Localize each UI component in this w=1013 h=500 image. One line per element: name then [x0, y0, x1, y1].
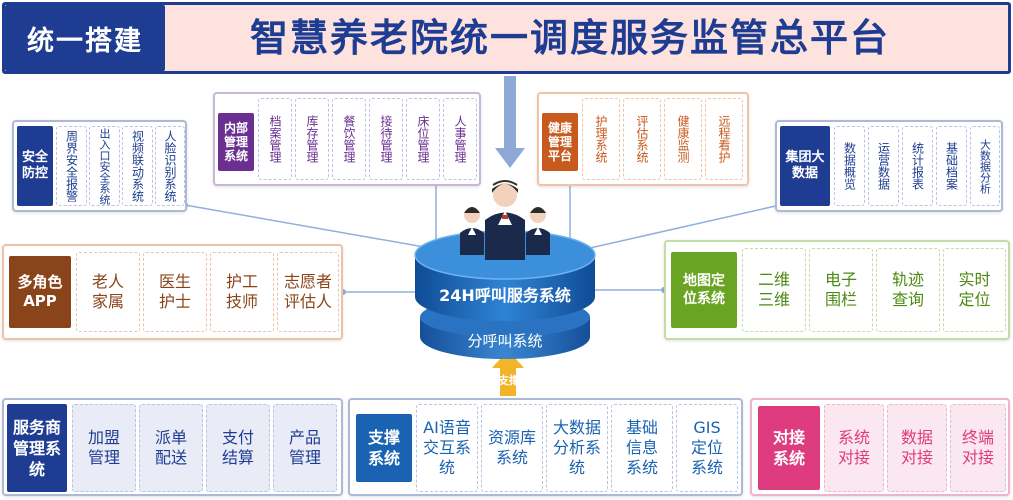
bigdata-item-operations: 运营数据	[868, 126, 899, 206]
support-item-bigdata: 大数据分析系统	[546, 404, 608, 492]
app-group: 多角色APP 老人家属 医生护士 护工技师 志愿者评估人	[2, 244, 343, 340]
provider-item-product: 产品管理	[273, 404, 337, 492]
provider-item-payment: 支付结算	[206, 404, 270, 492]
operators-illustration	[460, 180, 550, 260]
support-item-resource: 资源库系统	[481, 404, 543, 492]
connector-bigdata	[589, 204, 781, 249]
map-head: 地图定位系统	[671, 252, 737, 328]
down-arrow-shaft	[504, 76, 516, 150]
app-item-caregiver: 护工技师	[210, 252, 274, 332]
provider-group: 服务商管理系统 加盟管理 派单配送 支付结算 产品管理	[2, 398, 343, 496]
header-badge: 统一搭建	[5, 5, 165, 71]
internal-item-reception: 接待管理	[369, 98, 403, 180]
security-item-perimeter: 周界安全报警	[56, 126, 87, 206]
internal-item-hr: 人事管理	[443, 98, 477, 180]
bigdata-head: 集团大数据	[780, 126, 830, 206]
health-item-monitoring: 健康监测	[664, 98, 702, 180]
map-item-track: 轨迹查询	[876, 248, 940, 332]
page-title: 智慧养老院统一调度服务监管总平台	[249, 16, 890, 60]
connector-security	[184, 204, 431, 249]
provider-head: 服务商管理系统	[7, 404, 67, 492]
security-group: 安全防控 周界安全报警 出入口安全系统 视频联动系统 人脸识别系统	[12, 120, 187, 212]
support-item-gis: GIS定位系统	[676, 404, 738, 492]
support-head: 支撑系统	[356, 414, 412, 482]
bigdata-group: 集团大数据 数据概览 运营数据 统计报表 基础档案 大数据分析	[775, 120, 1003, 212]
provider-item-franchise: 加盟管理	[72, 404, 136, 492]
security-head: 安全防控	[17, 126, 53, 206]
operator-right	[526, 207, 550, 255]
map-item-2d3d: 二维三维	[742, 248, 806, 332]
internal-management-group: 内部管理系统 档案管理 库存管理 餐饮管理 接待管理 床位管理 人事管理	[213, 92, 481, 186]
app-item-family: 老人家属	[76, 252, 140, 332]
interface-item-system: 系统对接	[824, 404, 884, 492]
app-item-doctor: 医生护士	[143, 252, 207, 332]
app-head: 多角色APP	[9, 256, 71, 328]
health-management-head: 健康管理平台	[542, 113, 578, 171]
support-item-ai-voice: AI语音交互系统	[416, 404, 478, 492]
internal-item-bed: 床位管理	[406, 98, 440, 180]
support-item-basic-info: 基础信息系统	[611, 404, 673, 492]
internal-item-archive: 档案管理	[258, 98, 292, 180]
interface-item-data: 数据对接	[887, 404, 947, 492]
support-arrow-label: 支撑	[498, 374, 520, 387]
health-management-group: 健康管理平台 护理系统 评估系统 健康监测 远程看护	[537, 92, 749, 186]
interface-item-terminal: 终端对接	[950, 404, 1006, 492]
internal-item-inventory: 库存管理	[295, 98, 329, 180]
bigdata-item-overview: 数据概览	[834, 126, 865, 206]
support-group: 支撑系统 AI语音交互系统 资源库系统 大数据分析系统 基础信息系统 GIS定位…	[348, 398, 743, 496]
security-item-video: 视频联动系统	[122, 126, 153, 206]
header-bar	[2, 2, 1011, 74]
bigdata-item-analysis: 大数据分析	[970, 126, 1000, 206]
down-arrow-head	[495, 148, 525, 168]
security-item-entrance: 出入口安全系统	[89, 126, 120, 206]
call-center-main-label: 24H呼叫服务系统	[439, 286, 571, 305]
internal-item-catering: 餐饮管理	[332, 98, 366, 180]
map-item-realtime: 实时定位	[943, 248, 1006, 332]
bigdata-item-reports: 统计报表	[902, 126, 933, 206]
provider-item-dispatch: 派单配送	[139, 404, 203, 492]
health-item-assessment: 评估系统	[623, 98, 661, 180]
interface-head: 对接系统	[758, 406, 820, 490]
health-item-remote-care: 远程看护	[705, 98, 743, 180]
map-item-geofence: 电子围栏	[809, 248, 873, 332]
interface-group: 对接系统 系统对接 数据对接 终端对接	[750, 398, 1010, 496]
support-up-arrow	[492, 350, 524, 396]
health-item-nursing: 护理系统	[582, 98, 620, 180]
security-item-face: 人脸识别系统	[155, 126, 185, 206]
map-group: 地图定位系统 二维三维 电子围栏 轨迹查询 实时定位	[664, 240, 1010, 340]
call-center-sub-label: 分呼叫系统	[467, 332, 543, 350]
operator-left	[460, 207, 484, 255]
bigdata-item-archives: 基础档案	[936, 126, 967, 206]
internal-management-head: 内部管理系统	[218, 113, 254, 171]
app-item-volunteer: 志愿者评估人	[277, 252, 339, 332]
operator-center	[485, 180, 525, 260]
